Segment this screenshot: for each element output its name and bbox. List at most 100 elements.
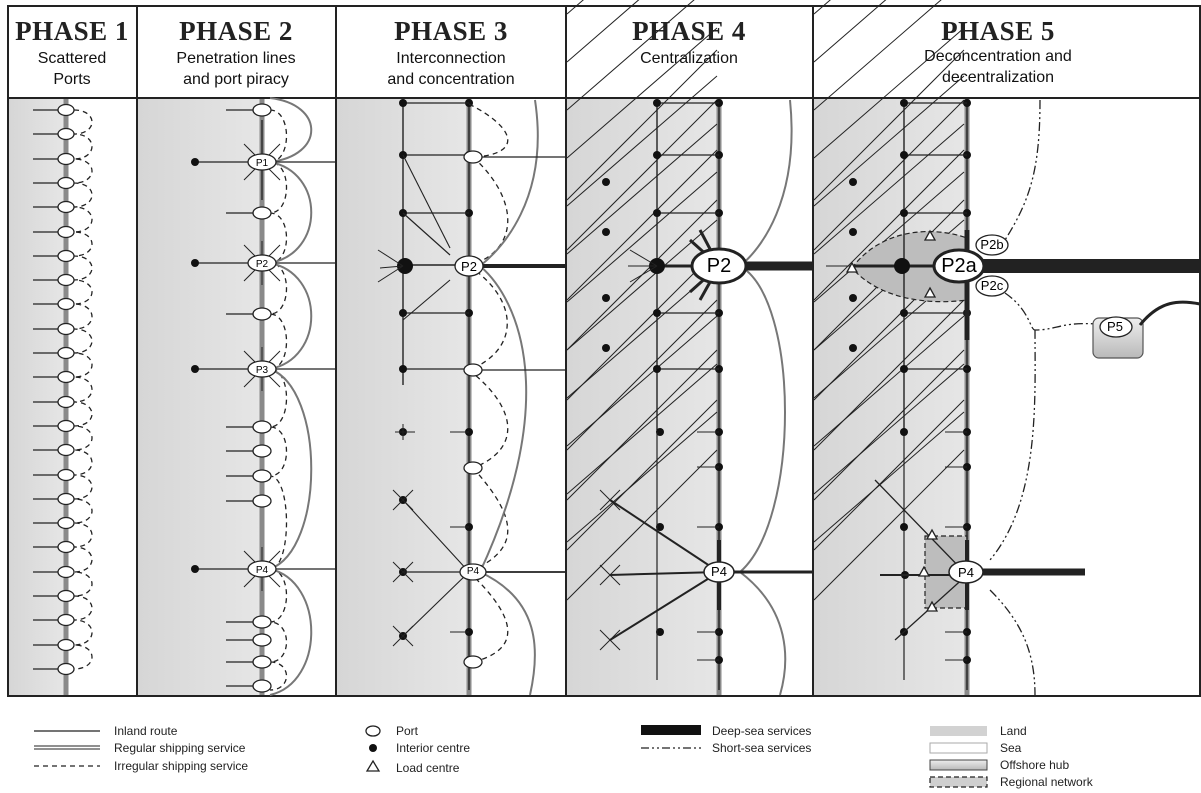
interior-centre [656,428,664,436]
interior-centre [900,151,908,159]
port-label-p1: P1 [256,158,269,169]
phase5-port-labels: P2a P2b P2c P5 P4 [941,237,1123,580]
port [252,655,272,669]
inland-route [599,564,611,576]
port [252,103,272,117]
inland-route [813,99,965,251]
port-label-p4: P4 [958,565,974,580]
regular-shipping-service [479,265,528,573]
port [57,468,75,482]
short-sea-services [989,329,1036,561]
regular-shipping-service [739,99,793,267]
interior-centre [656,628,664,636]
phase-subtitle: Penetration lines [176,50,295,67]
legend-label-port: Port [396,724,419,738]
short-sea-services [1004,99,1041,241]
inland-route [566,249,718,401]
irregular-shipping-service [468,265,508,371]
phase-header-3: PHASE 3 Interconnection and concentratio… [387,16,514,88]
phase-title: PHASE 1 [15,16,129,46]
port-label-p2b: P2b [980,237,1003,252]
interior-centre [656,523,664,531]
short-sea-services [989,589,1036,696]
interior-centre [849,344,857,352]
inland-route [402,154,451,249]
port [252,679,272,693]
inland-route [609,571,720,641]
phase-subtitle: and concentration [387,71,514,88]
interior-centre [191,565,199,573]
legend-label-irregular-shipping: Irregular shipping service [114,759,248,773]
port [247,360,277,378]
irregular-shipping-service [468,571,509,663]
phase3-port-labels: P2 P4 [461,259,480,577]
regular-shipping-service [739,571,787,696]
port [57,565,75,579]
inland-route [599,499,611,511]
port [57,613,75,627]
port [57,273,75,287]
interior-centre [399,99,407,107]
port [57,200,75,214]
port [57,370,75,384]
port [57,492,75,506]
port [57,395,75,409]
interior-centre [602,228,610,236]
port [252,494,272,508]
land-area-phase4 [567,98,719,695]
interior-centre [653,309,661,317]
port [252,615,272,629]
port-label-p2: P2 [256,259,269,270]
inland-route [629,265,658,283]
inland-route [566,349,718,501]
interior-centre [191,158,199,166]
port-label-p2: P2 [461,259,477,274]
load-centre [845,261,859,273]
inland-route [392,561,404,573]
interior-centre [653,151,661,159]
phase4-centralization [566,0,813,696]
irregular-shipping-service [468,156,509,267]
port-label-p2: P2 [707,255,731,277]
inland-route [609,564,621,576]
port [57,103,75,117]
interior-centre [602,294,610,302]
phase-title: PHASE 4 [632,16,746,46]
interior-centre [900,309,908,317]
phase-header-4: PHASE 4 Centralization [632,16,746,67]
legend: Inland route Regular shipping service Ir… [34,724,1094,789]
port [57,589,75,603]
phase3-interconnection [377,99,566,696]
port [463,363,483,377]
interior-centre [900,428,908,436]
interior-centre [602,178,610,186]
interior-centre [653,209,661,217]
phase-separators [8,6,1200,696]
port [252,206,272,220]
deep-sea-services [1138,300,1201,326]
inland-route [402,279,451,321]
port [703,561,735,583]
inland-route [402,499,470,573]
interior-centre [399,309,407,317]
inland-route [402,561,414,573]
legend-label-regional-network: Regional network [1000,775,1094,789]
legend-label-interior-centre: Interior centre [396,741,470,755]
legend-label-regular-shipping: Regular shipping service [114,741,246,755]
inland-route [566,0,640,63]
inland-route [566,363,718,495]
inland-route [566,123,718,255]
phase-subtitle: Ports [53,71,90,88]
phase5-deconcentration [813,0,1201,696]
port-label-p4: P4 [256,565,269,576]
load-centre [923,286,937,298]
interior-centre [602,344,610,352]
port [975,275,1009,297]
inland-route [402,571,414,583]
port [57,516,75,530]
regular-shipping-service [479,99,539,267]
inland-route [392,635,404,647]
phase2-port-labels: P1 P2 P3 P4 [256,158,269,576]
port [252,444,272,458]
inland-route [392,571,404,583]
